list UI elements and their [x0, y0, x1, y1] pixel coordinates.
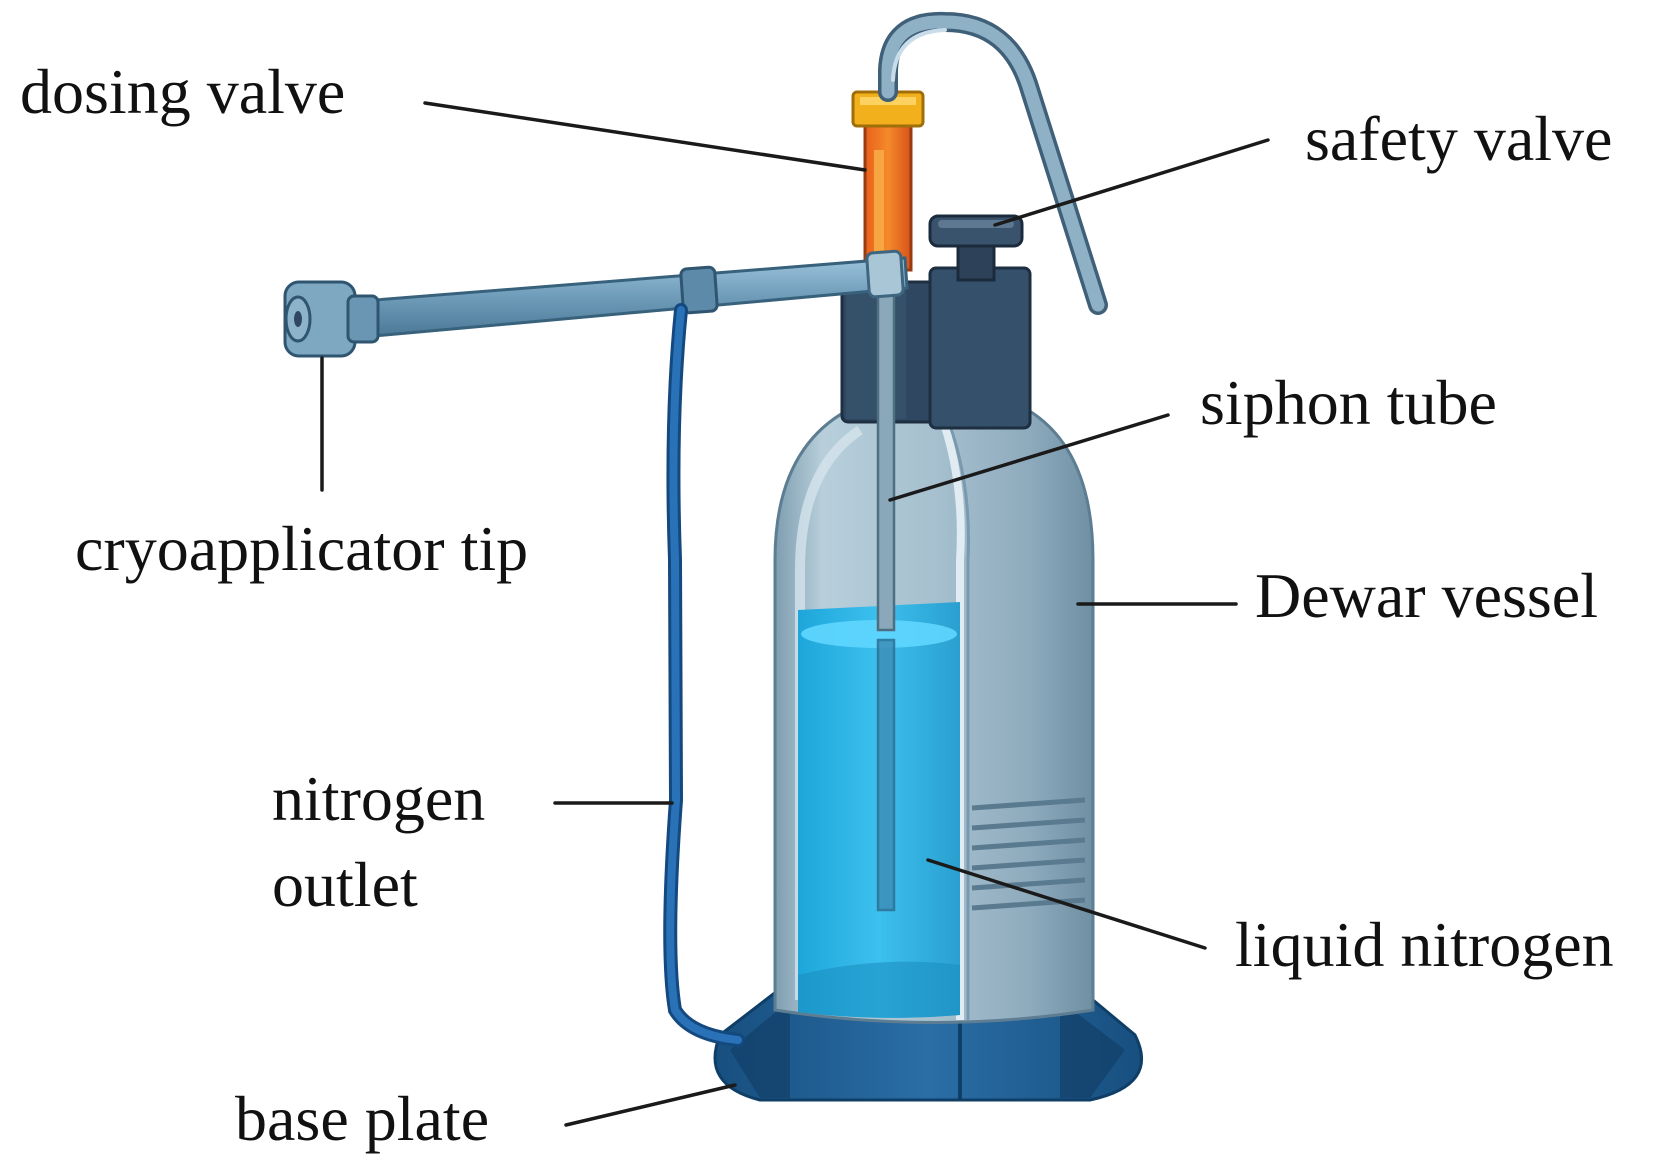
- dosing-valve-leader: [423, 101, 867, 172]
- cryoapplicator-tip-label: cryoapplicator tip: [75, 513, 528, 584]
- exhaust-tube-shape: [878, 11, 1108, 315]
- siphon-tube-leader: [888, 413, 1170, 502]
- labels: dosing valve safety valve siphon tube cr…: [20, 56, 1614, 1154]
- siphon-tube-shape: [876, 266, 896, 912]
- safety-valve-label: safety valve: [1305, 103, 1612, 174]
- nitrogen-outlet-hose-shape: [663, 303, 745, 1047]
- siphon-tube-label: siphon tube: [1200, 367, 1497, 438]
- dosing-valve-label: dosing valve: [20, 56, 345, 127]
- leader-lines: [320, 101, 1270, 1127]
- base-plate-label: base plate: [235, 1083, 489, 1154]
- nitrogen-outlet-label-line2: outlet: [272, 849, 418, 920]
- applicator-rod-shape: [283, 249, 909, 358]
- dewar-vessel-label: Dewar vessel: [1255, 560, 1598, 631]
- dosing-valve-shape: [851, 90, 925, 272]
- safety-valve-leader: [993, 138, 1270, 227]
- base-plate-leader: [564, 1083, 737, 1127]
- liquid-nitrogen-leader: [926, 858, 1207, 950]
- cryoapplicator-device-illustration: [283, 11, 1144, 1102]
- nitrogen-outlet-label-line1: nitrogen: [272, 763, 485, 834]
- liquid-nitrogen-label: liquid nitrogen: [1235, 909, 1614, 980]
